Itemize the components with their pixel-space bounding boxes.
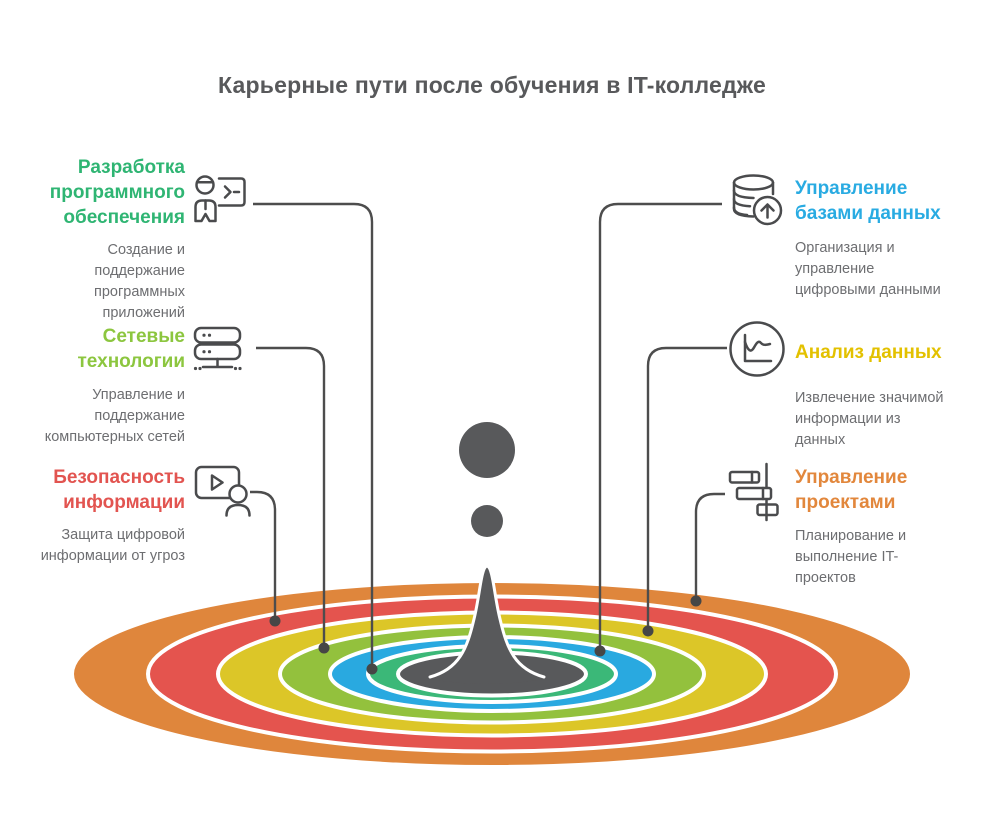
splash-outline-right bbox=[485, 564, 546, 679]
connector-software-development bbox=[253, 202, 374, 669]
item-desc-software-development: Создание и поддержание программных прило… bbox=[93, 242, 185, 321]
dot-on-green-ring bbox=[366, 663, 378, 675]
item-title-project-management: Управление проектами bbox=[795, 467, 908, 513]
connector-dots bbox=[269, 595, 702, 675]
database-upload-icon bbox=[729, 172, 787, 230]
dot-on-red-ring bbox=[269, 615, 281, 627]
dot-on-orange-ring bbox=[690, 595, 702, 607]
connector-network-technologies bbox=[256, 346, 326, 648]
item-desc-information-security: Защита цифровой информации от угроз bbox=[40, 527, 185, 564]
video-person-icon bbox=[193, 463, 253, 519]
droplet-small bbox=[471, 505, 503, 537]
ring-center-gray bbox=[396, 650, 588, 698]
dot-on-blue-ring bbox=[594, 645, 606, 657]
ring-yellow bbox=[216, 610, 768, 738]
connector-project-management bbox=[694, 492, 725, 601]
item-title-data-analysis: Анализ данных bbox=[795, 342, 942, 363]
gantt-chart-icon bbox=[724, 461, 786, 523]
connector-data-analysis bbox=[646, 346, 727, 631]
connector-information-security bbox=[250, 490, 277, 621]
developer-presentation-icon bbox=[192, 172, 250, 232]
dot-on-yellow-ring bbox=[642, 625, 654, 637]
item-desc-data-analysis: Извлечение значимой информации из данных bbox=[795, 390, 944, 448]
splash-column bbox=[430, 565, 544, 684]
item-title-information-security: Безопасность информации bbox=[53, 467, 185, 513]
connector-database-management bbox=[598, 202, 722, 651]
ring-blue bbox=[328, 635, 656, 713]
item-desc-network-technologies: Управление и поддержание компьютерных се… bbox=[44, 387, 185, 445]
dot-on-lime-ring bbox=[318, 642, 330, 654]
ring-lime bbox=[278, 623, 706, 725]
server-network-icon bbox=[191, 325, 249, 377]
page-title: Карьерные пути после обучения в IT-колле… bbox=[217, 72, 766, 98]
ring-green bbox=[366, 644, 618, 704]
item-title-software-development: Разработка программного обеспечения bbox=[49, 157, 185, 228]
item-desc-database-management: Организация и управление цифровыми данны… bbox=[795, 240, 941, 298]
ring-orange bbox=[70, 579, 914, 769]
connector-lines bbox=[250, 202, 727, 669]
item-desc-project-management: Планирование и выполнение IT- проектов bbox=[795, 528, 907, 586]
droplet-large bbox=[459, 422, 515, 478]
item-title-database-management: Управление базами данных bbox=[795, 178, 941, 224]
item-title-network-technologies: Сетевые технологии bbox=[77, 326, 186, 372]
ring-red bbox=[146, 594, 838, 754]
line-chart-circle-icon bbox=[728, 320, 786, 378]
splash-outline-left bbox=[428, 564, 489, 679]
ripple-rings bbox=[70, 579, 914, 769]
